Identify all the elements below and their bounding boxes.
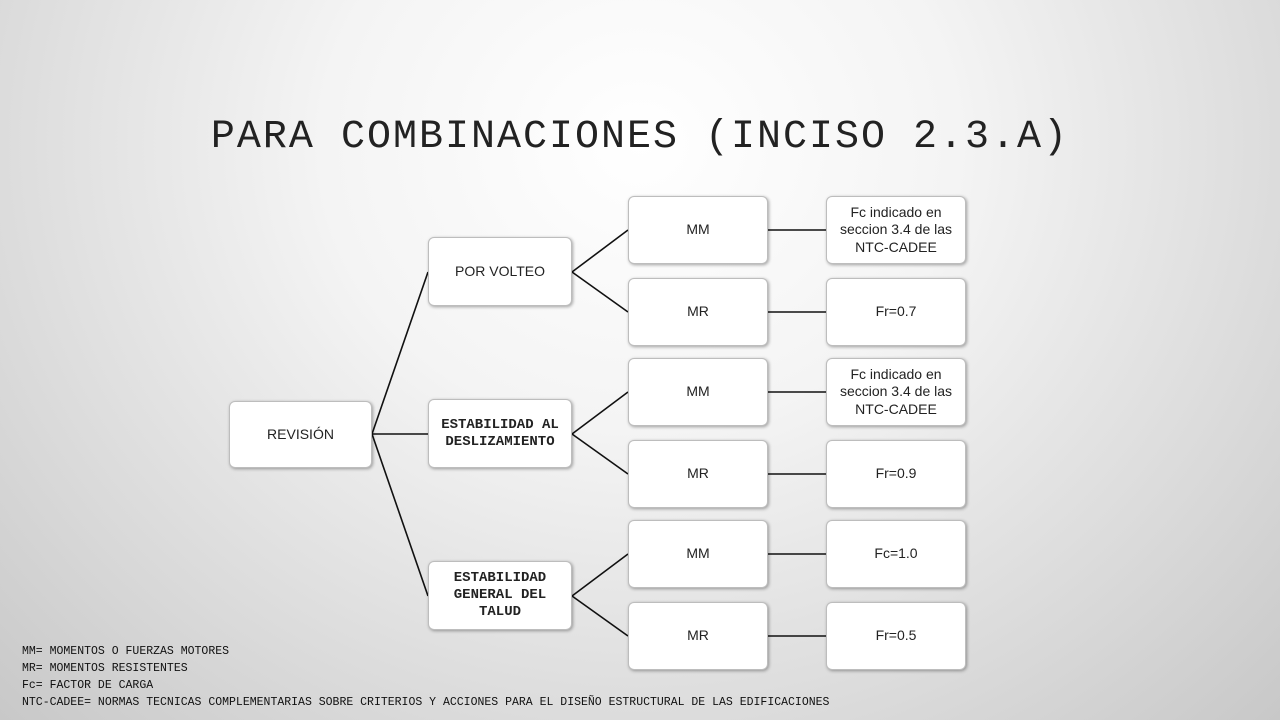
node-por-volteo: POR VOLTEO	[428, 237, 572, 306]
node-b1-mr: MR	[628, 278, 768, 346]
node-b2-mr: MR	[628, 440, 768, 508]
connector-b3-mr	[571, 595, 629, 637]
node-b2-mm-value: Fc indicado en seccion 3.4 de las NTC-CA…	[826, 358, 966, 426]
page-title: PARA COMBINACIONES (INCISO 2.3.A)	[210, 115, 1070, 160]
connector-b3-mm	[571, 553, 629, 597]
connector-root-branch-3	[371, 433, 429, 597]
node-b1-mm-value: Fc indicado en seccion 3.4 de las NTC-CA…	[826, 196, 966, 264]
node-b3-mm-value: Fc=1.0	[826, 520, 966, 588]
legend-mm: MM= MOMENTOS O FUERZAS MOTORES	[22, 645, 230, 658]
legend: MM= MOMENTOS O FUERZAS MOTORES MR= MOMEN…	[22, 643, 829, 711]
node-b2-mr-value: Fr=0.9	[826, 440, 966, 508]
connector-b1-mm	[571, 229, 629, 273]
node-b3-mr: MR	[628, 602, 768, 670]
connector-b2-mr	[571, 433, 629, 475]
connector-b2-mm	[571, 391, 629, 435]
connector-b1-mr	[571, 271, 629, 313]
legend-fc: Fc= FACTOR DE CARGA	[22, 679, 154, 692]
legend-ntc-cadee: NTC-CADEE= NORMAS TECNICAS COMPLEMENTARI…	[22, 696, 830, 709]
node-estabilidad-talud: ESTABILIDAD GENERAL DEL TALUD	[428, 561, 572, 630]
node-b3-mr-value: Fr=0.5	[826, 602, 966, 670]
node-b1-mr-value: Fr=0.7	[826, 278, 966, 346]
connector-root-branch-1	[371, 271, 429, 435]
node-b1-mm: MM	[628, 196, 768, 264]
node-b3-mm: MM	[628, 520, 768, 588]
legend-mr: MR= MOMENTOS RESISTENTES	[22, 662, 188, 675]
node-revision: REVISIÓN	[229, 401, 372, 468]
node-estabilidad-deslizamiento: ESTABILIDAD AL DESLIZAMIENTO	[428, 399, 572, 468]
node-b2-mm: MM	[628, 358, 768, 426]
